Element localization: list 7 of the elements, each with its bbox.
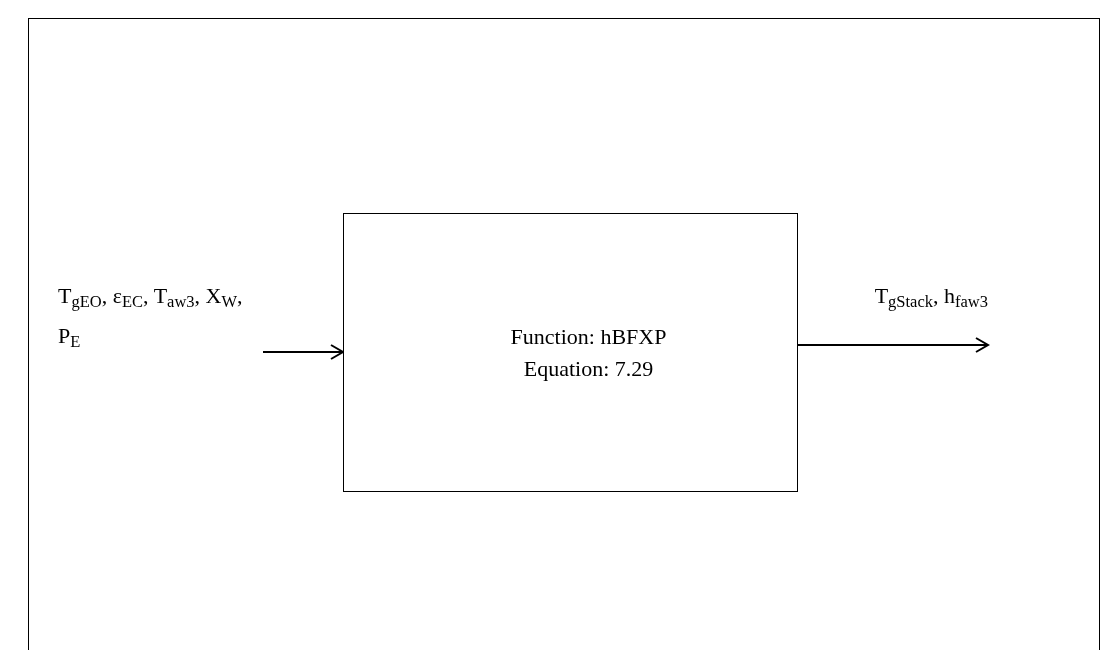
edge-label: T$_{gStack}$, h$_{faw3}$ <box>874 283 988 309</box>
process-box <box>343 213 798 492</box>
function-text: Function: hBFXP <box>510 322 667 351</box>
function-text: Equation: 7.29 <box>523 354 654 383</box>
arrow <box>797 337 989 353</box>
arrow <box>262 344 344 360</box>
input-label: T$_{gEO}$, ε$_{EC}$, T$_{aw3}$, X$_{W}$, P$_{E}$ <box>58 276 263 356</box>
